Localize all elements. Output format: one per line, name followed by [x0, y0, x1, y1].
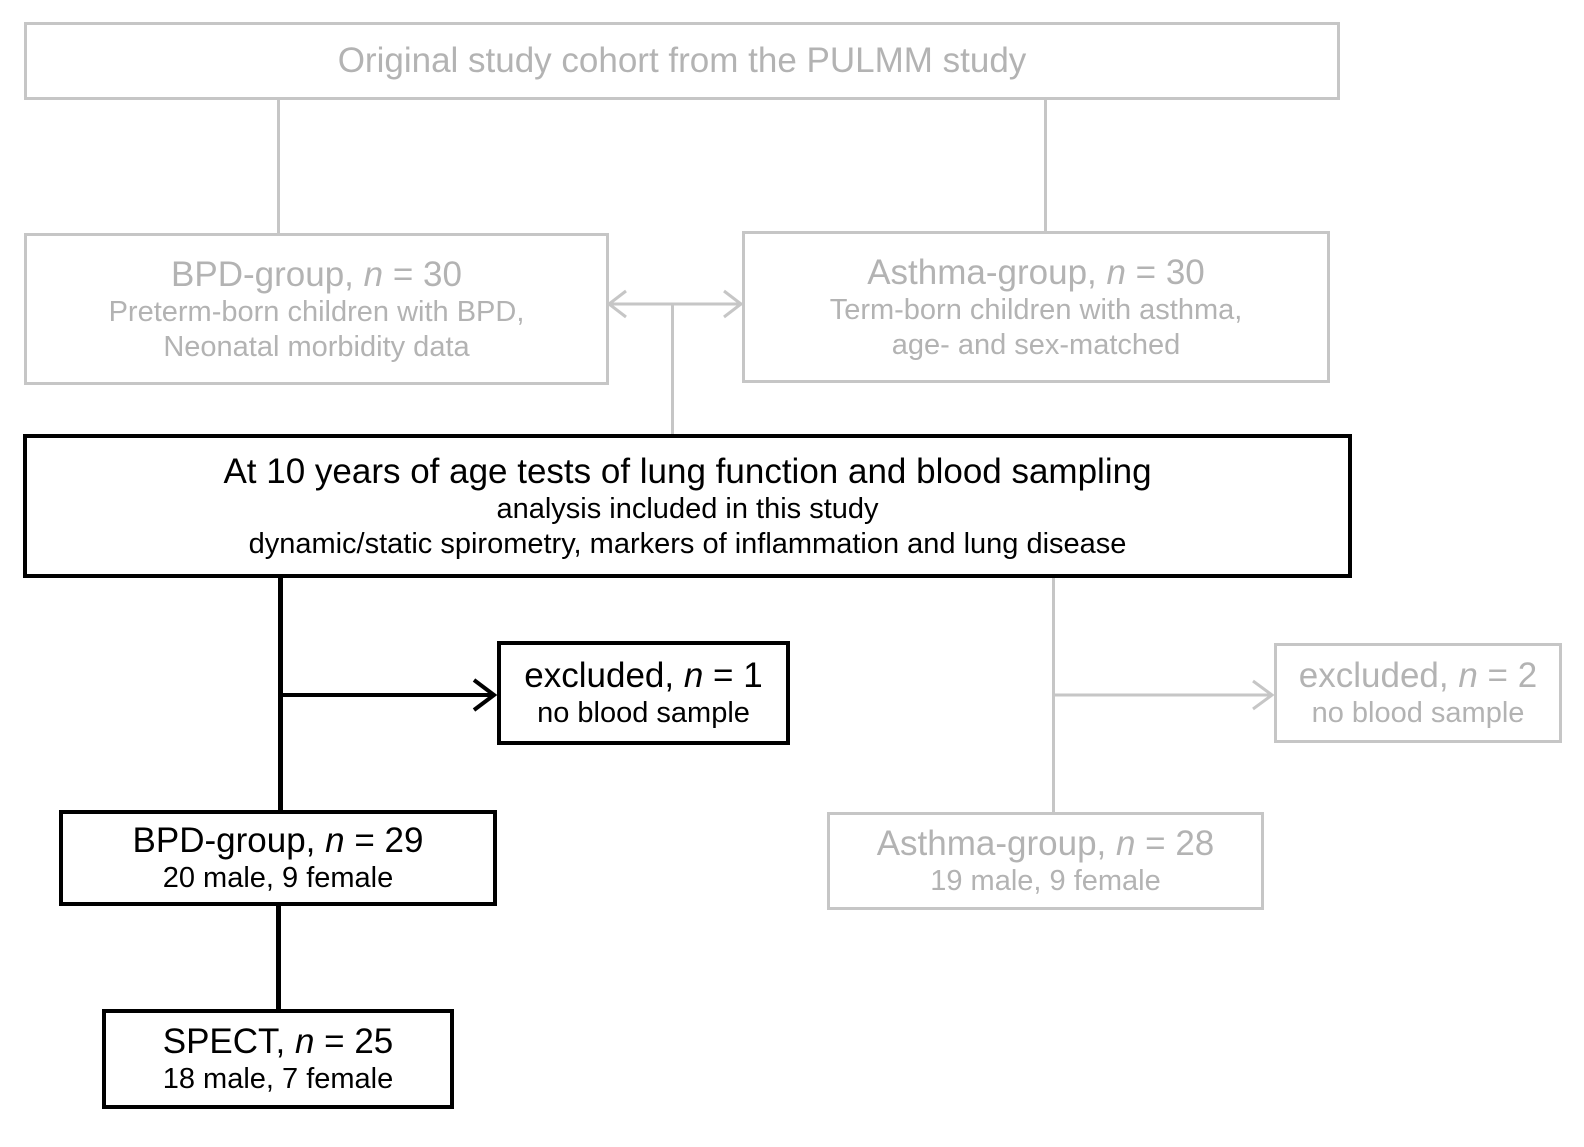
node-excluded-bpd-line2: no blood sample — [537, 697, 750, 730]
node-asthma-group-30[interactable]: Asthma-group, n = 30 Term-born children … — [742, 231, 1330, 383]
node-excluded-asthma-label: excluded, — [1298, 655, 1459, 695]
node-bpd-group-29-n-symbol: n — [325, 820, 345, 860]
node-spect-25-label: SPECT, — [162, 1021, 295, 1061]
node-tests-at-10-years-line3: dynamic/static spirometry, markers of in… — [248, 527, 1127, 560]
connector-tests-to-excluded-asthma — [1052, 679, 1275, 711]
node-asthma-group-30-line3: age- and sex-matched — [891, 328, 1181, 361]
node-excluded-bpd-count: = 1 — [703, 655, 763, 695]
node-excluded-bpd-n-symbol: n — [683, 655, 704, 695]
node-excluded-asthma-count: = 2 — [1477, 655, 1538, 695]
node-tests-at-10-years[interactable]: At 10 years of age tests of lung functio… — [23, 434, 1352, 578]
node-asthma-group-28-line1: Asthma-group, n = 28 — [877, 823, 1215, 864]
connector-tests-to-excluded-bpd — [278, 678, 498, 712]
node-spect-25-line1: SPECT, n = 25 — [163, 1021, 394, 1062]
node-excluded-bpd-label: excluded, — [524, 655, 684, 695]
node-excluded-bpd[interactable]: excluded, n = 1 no blood sample — [497, 641, 790, 745]
node-bpd-group-30-line3: Neonatal morbidity data — [163, 330, 470, 363]
node-spect-25[interactable]: SPECT, n = 25 18 male, 7 female — [102, 1009, 454, 1109]
node-excluded-asthma[interactable]: excluded, n = 2 no blood sample — [1274, 643, 1562, 743]
node-bpd-group-30-count: = 30 — [383, 254, 462, 294]
node-asthma-group-30-n-symbol: n — [1106, 252, 1126, 292]
node-asthma-group-30-label: Asthma-group, — [867, 252, 1107, 292]
node-asthma-group-30-line2: Term-born children with asthma, — [829, 293, 1243, 326]
node-bpd-group-30-line2: Preterm-born children with BPD, — [108, 295, 525, 328]
node-tests-at-10-years-line2: analysis included in this study — [496, 492, 879, 525]
connector-bpd29-to-spect — [276, 902, 281, 1012]
node-bpd-group-29-line2: 20 male, 9 female — [162, 862, 394, 895]
node-original-cohort[interactable]: Original study cohort from the PULMM stu… — [24, 22, 1340, 100]
connector-cohort-to-bpd30 — [277, 98, 280, 236]
node-excluded-asthma-line1: excluded, n = 2 — [1299, 655, 1537, 696]
node-asthma-group-28-line2: 19 male, 9 female — [930, 865, 1161, 898]
node-asthma-group-30-line1: Asthma-group, n = 30 — [867, 252, 1205, 293]
node-spect-25-n-symbol: n — [294, 1021, 315, 1061]
node-asthma-group-28[interactable]: Asthma-group, n = 28 19 male, 9 female — [827, 812, 1264, 910]
node-excluded-asthma-n-symbol: n — [1458, 655, 1478, 695]
node-bpd-group-29[interactable]: BPD-group, n = 29 20 male, 9 female — [59, 810, 497, 906]
node-bpd-group-30[interactable]: BPD-group, n = 30 Preterm-born children … — [24, 233, 609, 385]
node-tests-at-10-years-line1: At 10 years of age tests of lung functio… — [223, 451, 1152, 491]
node-asthma-group-30-count: = 30 — [1125, 252, 1205, 292]
connector-bpd30-asthma30-double-arrow — [606, 289, 744, 319]
node-bpd-group-30-line1: BPD-group, n = 30 — [171, 254, 462, 295]
node-bpd-group-29-line1: BPD-group, n = 29 — [133, 820, 424, 861]
node-bpd-group-29-label: BPD-group, — [132, 820, 326, 860]
node-asthma-group-28-count: = 28 — [1135, 823, 1215, 863]
node-bpd-group-30-label: BPD-group, — [171, 254, 364, 294]
node-excluded-asthma-line2: no blood sample — [1311, 697, 1525, 730]
node-bpd-group-30-n-symbol: n — [363, 254, 384, 294]
node-spect-25-line2: 18 male, 7 female — [162, 1063, 394, 1096]
connector-cohort-to-asthma30 — [1044, 98, 1047, 236]
node-asthma-group-28-label: Asthma-group, — [876, 823, 1116, 863]
node-asthma-group-28-n-symbol: n — [1115, 823, 1136, 863]
node-bpd-group-29-count: = 29 — [344, 820, 424, 860]
node-spect-25-count: = 25 — [314, 1021, 394, 1061]
node-original-cohort-line1: Original study cohort from the PULMM stu… — [337, 41, 1027, 81]
node-excluded-bpd-line1: excluded, n = 1 — [524, 655, 762, 696]
connector-groups-to-tests — [671, 303, 674, 436]
